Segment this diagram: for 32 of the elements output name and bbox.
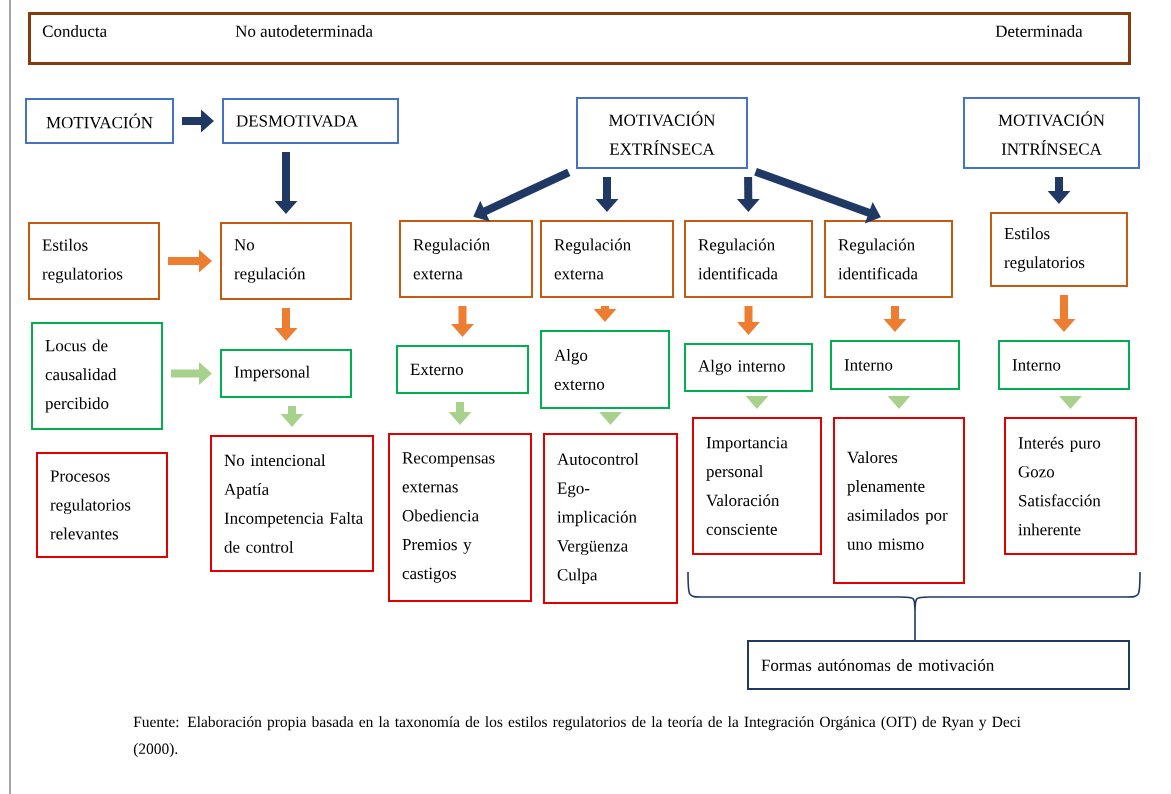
caption: Fuente: Elaboración propia basada en la taxonomía de los estilos regulatorios de la teoría de la Integración Orgánica (OIT) de Ryan y Deci (2000). [133, 716, 1021, 758]
process-box: Importancia personal Valoración consciente [692, 417, 822, 555]
locus-box: Algo externo [540, 330, 670, 409]
style-box: Estilos regulatorios [28, 222, 160, 300]
style-box: Regulación externa [399, 220, 533, 298]
locus-box: Interno [830, 340, 960, 390]
band-label: No autodeterminada [235, 25, 373, 37]
process-box: Autocontrol Ego-implicación Vergüenza Culpa [543, 433, 678, 604]
process-box: No intencional Apatía Incompetencia Falta de control [210, 435, 374, 572]
band-label: Determinada [995, 25, 1083, 37]
band-label: Conducta [42, 25, 107, 37]
process-box: Interés puro Gozo Satisfacción inherente [1004, 417, 1137, 555]
locus-box: Impersonal [220, 349, 352, 398]
style-box: Regulación identificada [824, 220, 953, 298]
heading-box: MOTIVACIÓN INTRÍNSECA [963, 97, 1140, 169]
heading-box: DESMOTIVADA [222, 98, 399, 144]
style-box: No regulación [220, 222, 352, 300]
locus-box: Algo interno [684, 343, 813, 392]
header-band [28, 12, 1131, 65]
style-box: Regulación identificada [684, 220, 813, 298]
block-arrow [473, 168, 571, 222]
heading-box: MOTIVACIÓN EXTRÍNSECA [576, 97, 748, 169]
locus-box: Locus de causalidad percibido [31, 322, 163, 430]
process-box: Valores plenamente asimilados por uno mismo [833, 417, 965, 584]
locus-box: Interno [998, 340, 1130, 390]
locus-box: Externo [396, 345, 529, 394]
style-box: Estilos regulatorios [990, 212, 1128, 287]
summary-box: Formas autónomas de motivación [747, 640, 1130, 690]
heading-box: MOTIVACIÓN [25, 98, 174, 144]
process-box: Procesos regulatorios relevantes [36, 452, 168, 558]
process-box: Recompensas externas Obediencia Premios y castigos [388, 433, 532, 602]
style-box: Regulación externa [540, 220, 674, 298]
